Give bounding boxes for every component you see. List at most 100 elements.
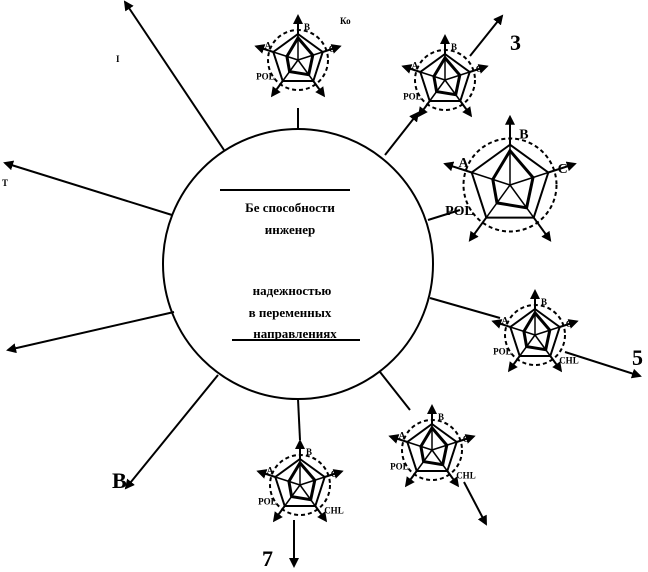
arrow-top-left [123, 0, 225, 151]
radar-spoke [431, 441, 457, 451]
radar-label-b: B [438, 412, 444, 422]
radar-glyph-right-large: B C A POL [443, 114, 577, 242]
link-lower-right [429, 297, 501, 319]
arrow-lower-left [6, 311, 175, 354]
tail-arrow-bottom-right [463, 481, 487, 526]
radar-spoke [444, 71, 470, 81]
radar-value-polygon [287, 460, 317, 502]
radar-spoke [297, 51, 323, 61]
radar-value-polygon [491, 148, 535, 210]
radar-label-pol: POL [493, 347, 512, 357]
radar-label-chl: CHL [559, 356, 579, 366]
radar-glyph-top-right: B C A POL [401, 34, 489, 118]
tail-arrows [289, 14, 642, 568]
radar-value-polygon [419, 425, 449, 467]
radar-axis-arrow [559, 319, 579, 329]
link-top-right [384, 111, 420, 156]
radar-axis-arrow [443, 161, 473, 174]
radar-pentagon [509, 307, 561, 357]
radar-axis-arrow [404, 470, 418, 488]
tail-arrow-right [564, 351, 642, 379]
center-text-line-5: в переменных [249, 305, 332, 320]
radar-label-pol: POL [390, 462, 409, 472]
radar-label-chl: CHL [456, 471, 476, 481]
radar-glyph-bottom-right: B C A POL CHL [388, 404, 476, 488]
radar-axis-arrow [254, 44, 274, 54]
arrow-bottom-left [124, 374, 219, 490]
radar-pentagon [406, 422, 458, 472]
radar-pentagon [470, 143, 550, 219]
edge-fragment-left: Т [2, 178, 8, 188]
edge-fragment-top-left: I [116, 54, 120, 64]
radar-axis-arrow [491, 319, 511, 329]
outward-arrows [3, 0, 501, 490]
edge-fragment-top-right: Ко [340, 16, 351, 26]
radar-spoke [509, 184, 535, 219]
radar-label-b: B [451, 42, 457, 52]
radar-axis-arrow [324, 469, 344, 479]
radar-label-pol: POL [445, 204, 474, 219]
arrow-left [3, 160, 173, 216]
link-right [427, 209, 461, 221]
radar-label-a: A [412, 60, 419, 70]
radar-label-c: C [329, 44, 336, 54]
radar-label-c: C [566, 319, 573, 329]
radar-pentagon [272, 32, 324, 82]
radar-spoke [431, 449, 448, 472]
radar-label-pol: POL [258, 497, 277, 507]
radar-axis-arrow [547, 161, 577, 174]
radar-label-b: B [519, 128, 528, 143]
radar-label-c: C [463, 434, 470, 444]
radar-value-polygon [522, 310, 552, 352]
radar-value-polygon [285, 35, 315, 77]
radar-axis-arrow [272, 505, 286, 523]
radar-axis-arrow [322, 44, 342, 54]
center-text-block: Бе способности инженер надежностью в пер… [220, 189, 360, 341]
radar-spoke [299, 476, 325, 486]
radar-label-b: B [306, 447, 312, 457]
radar-label-pol: POL [403, 92, 422, 102]
radar-label-c: C [331, 469, 338, 479]
center-text-line-4: надежностью [253, 283, 332, 298]
radar-axis-arrow [388, 434, 408, 444]
radar-label-chl: CHL [324, 506, 344, 516]
radar-axis-arrow [549, 355, 563, 373]
radar-axis-arrow [468, 217, 488, 242]
radar-glyph-lower-right: B C A POL CHL [491, 289, 579, 373]
radar-spoke [299, 484, 316, 507]
radar-label-c: C [476, 64, 483, 74]
radar-label-b: B [304, 22, 310, 32]
radar-value-polygon [432, 55, 462, 97]
radar-axis-arrow [459, 100, 473, 118]
radar-label-a: A [399, 430, 406, 440]
radar-label-a: A [502, 315, 509, 325]
radar-axis-arrow [446, 470, 460, 488]
radar-pentagon [419, 52, 471, 102]
radar-label-pol: POL [256, 72, 275, 82]
link-bottom [297, 398, 301, 441]
radar-glyphs: BCAPOLBCAPOLBCAPOLBCAPOLCHLBCAPOLCHLBCAP… [254, 14, 579, 523]
number-3: 3 [510, 30, 521, 55]
number-5: 5 [632, 345, 643, 370]
center-text-line-3: инженер [265, 222, 316, 237]
radar-label-a: A [265, 40, 272, 50]
radar-axis-arrow [532, 217, 552, 242]
central-circle [162, 128, 434, 400]
radar-spoke [444, 79, 461, 102]
radar-spoke [297, 59, 314, 82]
radar-spoke [471, 171, 511, 186]
radar-axis-arrow [256, 469, 276, 479]
radar-label-c: C [558, 162, 568, 177]
radar-label-a: A [459, 156, 469, 171]
radar-label-b: B [541, 297, 547, 307]
number-7: 7 [262, 546, 273, 571]
radar-axis-arrow [469, 64, 489, 74]
center-text-line-2: Бе способности [245, 200, 335, 215]
radar-spoke [534, 326, 560, 336]
radar-glyph-top: B C A POL [254, 14, 342, 98]
radar-axis-arrow [417, 100, 431, 118]
link-bottom-right [379, 371, 411, 411]
radar-axis-arrow [401, 64, 421, 74]
radar-axis-arrow [507, 355, 521, 373]
letter-v: В [112, 468, 127, 493]
